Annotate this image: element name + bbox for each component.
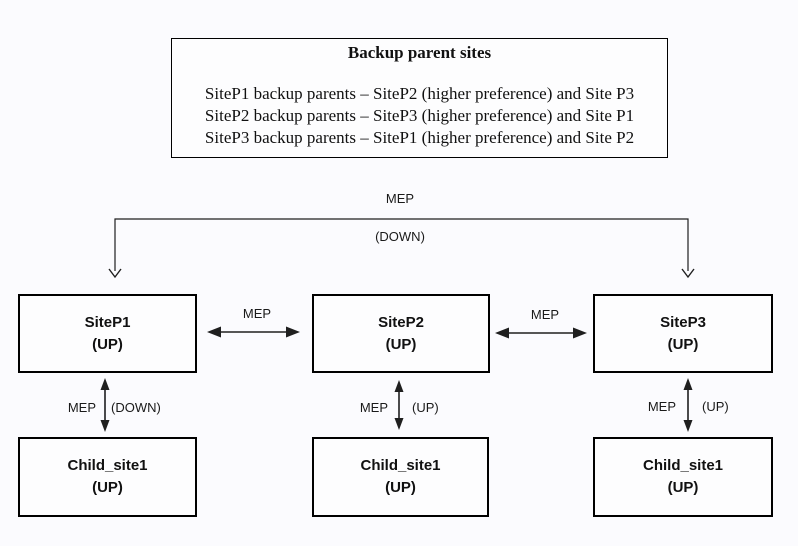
child-link-arrow-1	[100, 378, 110, 432]
peer-link-1-mep-label: MEP	[242, 306, 272, 321]
trunk-mep-label: MEP	[385, 191, 415, 206]
child-box-2: Child_site1 (UP)	[312, 437, 489, 517]
child-box-1: Child_site1 (UP)	[18, 437, 197, 517]
child-name: Child_site1	[360, 457, 441, 474]
child-box-3: Child_site1 (UP)	[593, 437, 773, 517]
child-status: (UP)	[667, 479, 699, 496]
site-status: (UP)	[667, 335, 699, 353]
child-link-arrow-3	[683, 378, 693, 432]
child-link-3-status-label: (UP)	[702, 399, 729, 414]
child-link-3-mep-label: MEP	[647, 399, 676, 414]
site-box-sitep1: SiteP1 (UP)	[18, 294, 197, 373]
child-name: Child_site1	[642, 457, 724, 474]
site-name: SiteP2	[378, 313, 424, 331]
peer-link-2-mep-label: MEP	[530, 307, 560, 322]
site-box-sitep3: SiteP3 (UP)	[593, 294, 773, 373]
legend-title: Backup parent sites	[347, 43, 492, 62]
site-status: (UP)	[385, 335, 417, 353]
legend-body: SiteP1 backup parents – SiteP2 (higher p…	[205, 83, 634, 149]
child-link-1-mep-label: MEP	[67, 400, 96, 415]
peer-link-arrow-2	[495, 327, 587, 339]
backup-parent-sites-legend: Backup parent sites SiteP1 backup parent…	[171, 38, 668, 158]
trunk-status-label: (DOWN)	[375, 229, 425, 244]
trunk-mep-connector	[108, 218, 695, 279]
site-name: SiteP3	[660, 313, 706, 331]
child-link-1-status-label: (DOWN)	[111, 400, 161, 415]
child-link-arrow-2	[394, 380, 404, 430]
child-link-2-mep-label: MEP	[359, 400, 388, 415]
legend-line-3: SiteP3 backup parents – SiteP1 (higher p…	[204, 128, 635, 147]
child-name: Child_site1	[67, 457, 148, 474]
site-box-sitep2: SiteP2 (UP)	[312, 294, 490, 373]
child-status: (UP)	[385, 479, 416, 496]
child-link-2-status-label: (UP)	[412, 400, 439, 415]
child-status: (UP)	[92, 479, 123, 496]
site-status: (UP)	[92, 335, 123, 353]
legend-line-1: SiteP1 backup parents – SiteP2 (higher p…	[204, 84, 635, 103]
peer-link-arrow-1	[207, 326, 300, 338]
site-name: SiteP1	[84, 313, 131, 331]
legend-line-2: SiteP2 backup parents – SiteP3 (higher p…	[204, 106, 635, 125]
